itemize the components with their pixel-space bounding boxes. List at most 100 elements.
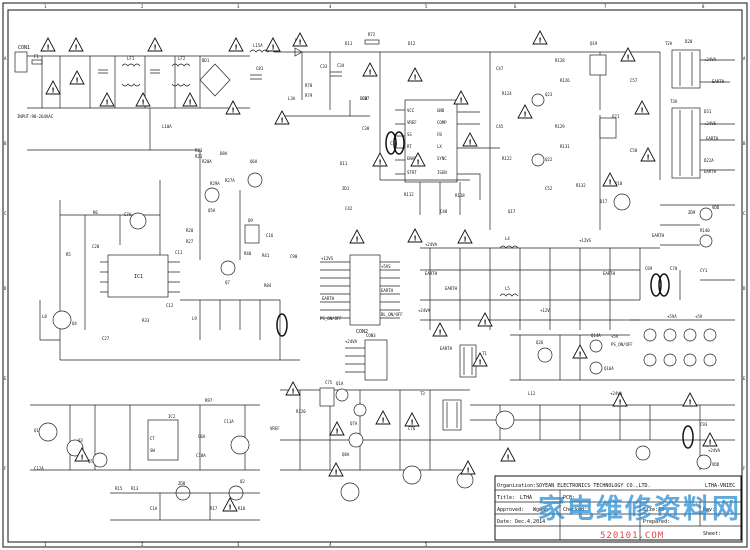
ground-return-wire — [27, 108, 200, 151]
transistor-q24 — [699, 207, 713, 221]
transformer-t3 — [442, 399, 462, 431]
transistor-q3 — [66, 439, 84, 457]
title-block-size: Size:A3 — [643, 507, 664, 513]
zener-zd8-label: ZD8 — [178, 481, 186, 486]
column-label: 4 — [329, 542, 332, 547]
inductor-l10a-label: L10A — [162, 124, 172, 129]
svg-text:!: ! — [641, 107, 644, 115]
warning-icon: ! — [228, 37, 244, 52]
inductor-l12-label: L12 — [528, 391, 536, 396]
warning-triangles: !!!!!!!!!!!!!!!!!!!!!!!!!!!!!!!!!!!!!!!!… — [40, 30, 718, 512]
highlight-ellipse-c38 — [393, 131, 405, 155]
warning-icon: ! — [375, 410, 391, 425]
warning-icon: ! — [74, 447, 90, 462]
rail-earth-top: EARTH — [712, 79, 725, 84]
cap-c90-label: C90 — [290, 254, 298, 259]
output-filter-wires — [420, 247, 660, 330]
cap-c27-label: C27 — [102, 336, 110, 341]
standby-wires — [510, 334, 630, 381]
warning-icon: ! — [135, 92, 151, 107]
bottom-wires — [110, 492, 260, 521]
pin-comp: COMP — [437, 120, 447, 125]
input-filter-section: CON1 INPUT:90-264VAC F1 LF1 LF2 BD1 C81 … — [14, 45, 264, 159]
title-block-approved-value: Wgwan — [533, 507, 548, 513]
title-block-date-label: Date: — [497, 519, 512, 525]
title-block-date-value: Dec.4.2014 — [515, 519, 545, 525]
warning-icon: ! — [462, 132, 478, 147]
transistor-q5 — [92, 452, 108, 468]
title-block-part-no: LTHA-VNIEC — [705, 483, 735, 489]
fuse-label: F1 — [34, 54, 39, 59]
pfc-gnd-wire — [285, 100, 370, 117]
aux-wires — [30, 404, 260, 471]
cap-c22-label: C12 — [166, 303, 174, 308]
pin-ct: CT — [150, 436, 155, 441]
rail-p24va: +24VA — [704, 57, 717, 62]
resistor-r72 — [364, 39, 380, 45]
warning-icon: ! — [532, 30, 548, 45]
svg-text:!: ! — [229, 504, 232, 512]
hb-main-wires — [470, 51, 661, 230]
pin-vref: VREF — [407, 120, 417, 125]
resistor-r140-label: R140 — [700, 228, 710, 233]
warning-icon: ! — [292, 32, 308, 47]
ic1-label: IC1 — [134, 274, 143, 280]
con2-pin-bl-on: BL_ON/OFF — [381, 312, 403, 317]
watermark-text: 家电维修资料网 — [538, 493, 741, 525]
svg-text:!: ! — [414, 235, 417, 243]
choke-lf1 — [121, 63, 141, 87]
connector-con2 — [349, 254, 381, 326]
warning-icon: ! — [500, 447, 516, 462]
svg-text:!: ! — [507, 454, 510, 462]
optocoupler — [613, 193, 631, 211]
mosfet-q21-label: Q21 — [612, 114, 620, 119]
resistor-r41-label: R41 — [262, 253, 270, 258]
transistor-q5-label: Q5 — [88, 459, 93, 464]
transistor-q4 — [52, 310, 72, 330]
con2-pin-ps-on: PS_ON/OFF — [320, 316, 342, 321]
transformer-t3a — [671, 107, 701, 179]
diode-d30-label: D30 — [360, 96, 368, 101]
svg-text:!: ! — [709, 439, 712, 447]
transistor-q16a — [589, 361, 603, 375]
svg-text:!: ! — [76, 77, 79, 85]
cy-wires — [639, 248, 735, 300]
svg-text:!: ! — [379, 159, 382, 167]
row-label: E — [743, 376, 746, 381]
resistor-r122-label: R122 — [502, 156, 512, 161]
driver-section: Q1A Q7A Q8A VREF R120 C75 C76 C77 T3 L12… — [270, 380, 735, 502]
svg-text:!: ! — [272, 44, 275, 52]
cap-c33-label: C33 — [320, 64, 328, 69]
svg-text:!: ! — [464, 236, 467, 244]
transformer-t1 — [459, 344, 477, 378]
con2-connector: CON2 +12VS EARTH PS_ON/OFF +5VS EARTH BL… — [320, 254, 403, 381]
svg-text:!: ! — [142, 99, 145, 107]
rail-p5v-r: +5V — [695, 314, 703, 319]
cap-c20-label: C20 — [92, 244, 100, 249]
cap-c7a-label: C7A — [124, 212, 132, 217]
transistor-q17-label: Q17 — [508, 209, 516, 214]
zener-zd9-label: ZD9 — [688, 210, 696, 215]
svg-text:!: ! — [411, 419, 414, 427]
output-cap-wires — [180, 299, 281, 360]
transistor-q6a — [247, 172, 263, 188]
warning-icon: ! — [329, 421, 345, 436]
resistor-r97-label: R97 — [205, 398, 213, 403]
resistor-r84-label: R84 — [264, 283, 272, 288]
bulk-capacitor — [250, 74, 262, 80]
cap-c34 — [330, 71, 342, 77]
cap-c42-label: C42 — [345, 206, 353, 211]
transistor-q7a-label: Q7A — [350, 421, 358, 426]
resistor-r131-label: R131 — [560, 144, 570, 149]
transistor-bottom — [340, 482, 360, 502]
title-block-frame — [494, 475, 742, 541]
resistor-r13-label: R13 — [131, 486, 139, 491]
svg-text:!: ! — [467, 467, 470, 475]
rail-earth-mid: EARTH — [706, 136, 719, 141]
rail-p24v-bottom: +24VA — [610, 391, 623, 396]
mains-bus-wire — [27, 55, 250, 109]
rail-vdd: VDD — [712, 205, 720, 210]
transistor-q14a-label: Q14A — [591, 333, 601, 338]
warning-icon: ! — [45, 80, 61, 95]
cap-c6a-label: C6A — [198, 434, 206, 439]
